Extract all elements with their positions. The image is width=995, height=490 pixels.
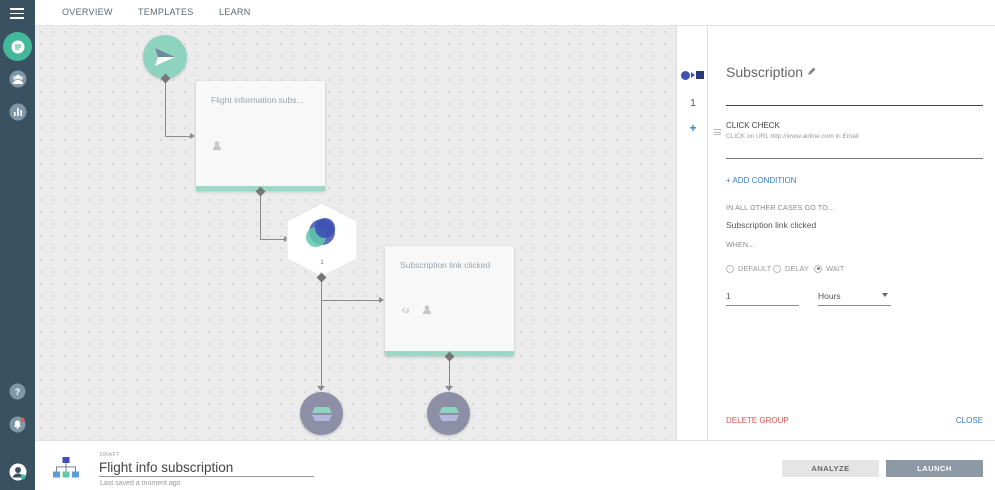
group-settings-panel: Subscription CLICK CHECK CLICK on URL ht… xyxy=(708,26,995,440)
radio-label: DEFAULT xyxy=(738,264,772,273)
when-label: WHEN... xyxy=(726,242,755,249)
condition-title: CLICK CHECK xyxy=(726,121,780,130)
contact-icon xyxy=(213,141,221,150)
condition-description: CLICK on URL http://www.airline.com in E… xyxy=(726,133,859,140)
panel-title: Subscription xyxy=(726,64,804,80)
help-icon[interactable]: ? xyxy=(5,379,30,404)
arrow-right-icon xyxy=(190,133,195,139)
group-type-icon[interactable] xyxy=(681,70,705,80)
exit-icon xyxy=(438,406,459,421)
journey-name: Flight info subscription xyxy=(99,460,234,475)
card-title: Subscription link clicked xyxy=(400,260,491,270)
connector xyxy=(260,194,261,240)
wait-unit-value: Hours xyxy=(818,291,841,301)
journeys-icon[interactable] xyxy=(3,32,32,61)
notifications-icon[interactable] xyxy=(5,412,30,437)
radio-default[interactable]: DEFAULT xyxy=(726,264,771,273)
analytics-icon[interactable] xyxy=(5,99,30,124)
arrow-down-icon xyxy=(445,386,453,391)
journey-status: DRAFT xyxy=(100,452,120,458)
connector xyxy=(260,239,285,240)
connector xyxy=(321,300,379,301)
launch-button[interactable]: LAUNCH xyxy=(886,460,983,477)
wait-value-input[interactable]: 1 xyxy=(726,288,799,306)
svg-text:?: ? xyxy=(15,387,21,397)
group-toolbar: 1 + xyxy=(676,26,708,440)
condition-group-node[interactable]: 1 xyxy=(285,202,359,278)
start-node[interactable] xyxy=(143,35,187,79)
add-step-button[interactable]: + xyxy=(689,121,697,135)
wait-unit-select[interactable]: Hours xyxy=(818,288,891,306)
connector xyxy=(165,136,190,137)
last-saved-text: Last saved a moment ago xyxy=(100,480,181,487)
close-panel-button[interactable]: CLOSE xyxy=(955,416,983,425)
contact-icon xyxy=(423,305,431,314)
arrow-right-icon xyxy=(379,297,384,303)
group-count: 1 xyxy=(320,259,324,266)
connector xyxy=(165,78,166,137)
radio-wait[interactable]: WAIT xyxy=(814,264,844,273)
edit-icon[interactable] xyxy=(807,67,816,76)
exit-node[interactable] xyxy=(300,392,343,435)
link-icon xyxy=(401,307,409,313)
sidebar: ? xyxy=(0,0,35,490)
contacts-icon[interactable] xyxy=(5,66,30,91)
radio-button[interactable] xyxy=(726,264,734,273)
exit-node[interactable] xyxy=(427,392,470,435)
other-cases-target[interactable]: Subscription link clicked xyxy=(726,220,817,230)
nav-learn[interactable]: LEARN xyxy=(219,7,251,17)
email-step-card[interactable]: Flight information subs... xyxy=(196,81,325,191)
delete-group-button[interactable]: DELETE GROUP xyxy=(726,416,789,425)
journey-hierarchy-icon xyxy=(53,457,79,478)
radio-delay[interactable]: DELAY xyxy=(773,264,809,273)
nav-overview[interactable]: OVERVIEW xyxy=(62,7,113,17)
menu-icon[interactable] xyxy=(10,8,24,19)
add-condition-link[interactable]: + ADD CONDITION xyxy=(726,176,797,185)
top-navigation: OVERVIEW TEMPLATES LEARN xyxy=(35,0,995,26)
analyze-button[interactable]: ANALYZE xyxy=(782,460,879,477)
radio-label: WAIT xyxy=(826,264,845,273)
card-title: Flight information subs... xyxy=(211,95,304,105)
send-icon xyxy=(155,48,175,66)
journey-name-input[interactable]: Flight info subscription xyxy=(99,459,314,477)
subscription-step-card[interactable]: Subscription link clicked xyxy=(385,246,514,356)
footer-bar: DRAFT Flight info subscription Last save… xyxy=(35,440,995,490)
radio-label: DELAY xyxy=(785,264,810,273)
caret-down-icon xyxy=(882,293,888,297)
condition-item[interactable]: CLICK CHECK CLICK on URL http://www.airl… xyxy=(726,121,983,159)
drag-handle-icon[interactable] xyxy=(714,129,721,135)
radio-button[interactable] xyxy=(773,264,781,273)
radio-button[interactable] xyxy=(814,264,822,273)
connector xyxy=(321,280,322,387)
journey-canvas[interactable]: Flight information subs... 1 Subscriptio… xyxy=(35,26,676,440)
title-underline xyxy=(726,105,983,106)
exit-icon xyxy=(311,406,332,421)
connector xyxy=(449,358,450,387)
profile-avatar-icon[interactable] xyxy=(5,459,30,484)
step-count: 1 xyxy=(690,98,696,109)
arrow-down-icon xyxy=(317,386,325,391)
nav-templates[interactable]: TEMPLATES xyxy=(138,7,194,17)
other-cases-label: IN ALL OTHER CASES GO TO... xyxy=(726,205,835,212)
